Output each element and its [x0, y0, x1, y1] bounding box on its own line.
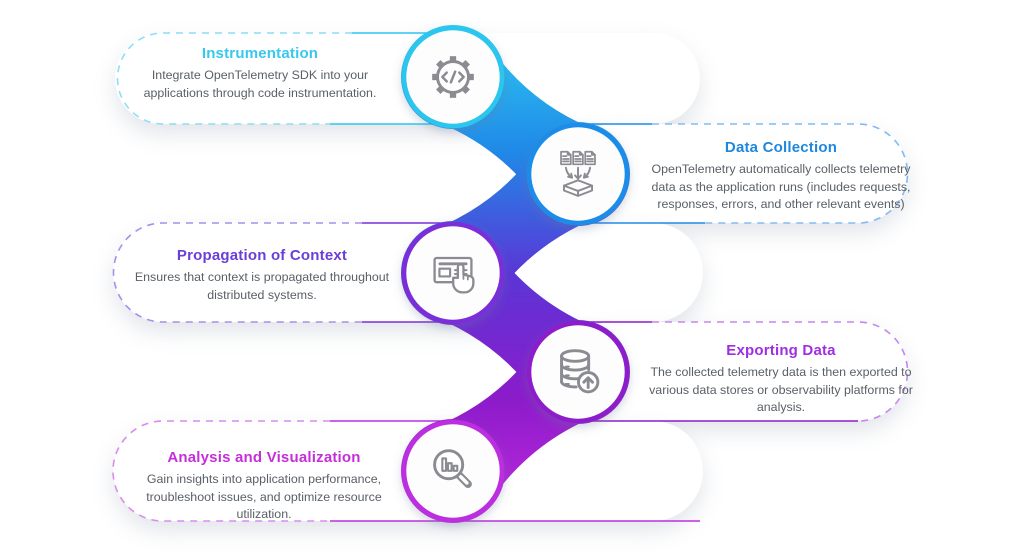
gear-code-icon — [422, 46, 484, 108]
step-title: Exporting Data — [726, 342, 836, 359]
step-analysis-and-visualization: Analysis and Visualization Gain insights… — [118, 449, 410, 524]
database-upload-icon — [547, 341, 609, 403]
step-title: Propagation of Context — [176, 247, 348, 264]
step-circle-4 — [526, 320, 630, 424]
context-card-hand-icon — [422, 242, 484, 304]
step-description: Integrate OpenTelemetry SDK into your ap… — [143, 68, 377, 100]
dashed-outline-step-5 — [112, 420, 330, 522]
step-description: The collected telemetry data is then exp… — [649, 365, 913, 415]
step-exporting-data: Exporting Data The collected telemetry d… — [645, 342, 917, 417]
step-description: Ensures that context is propagated throu… — [134, 270, 390, 302]
step-description: Gain insights into application performan… — [146, 472, 382, 522]
step-circle-3 — [401, 221, 505, 325]
search-chart-icon — [422, 440, 484, 502]
documents-collection-icon — [547, 143, 609, 205]
step-propagation-of-context: Propagation of Context Ensures that cont… — [110, 247, 414, 304]
step-data-collection: Data Collection OpenTelemetry automatica… — [645, 139, 917, 214]
dashed-outline-step-2 — [652, 123, 909, 224]
step-title: Data Collection — [724, 139, 838, 156]
step-description: OpenTelemetry automatically collects tel… — [651, 162, 911, 212]
dashed-outline-step-3 — [112, 222, 362, 323]
dashed-outline-step-1 — [116, 32, 352, 125]
dashed-outline-step-4 — [652, 321, 909, 422]
step-instrumentation: Instrumentation Integrate OpenTelemetry … — [120, 45, 400, 102]
step-title: Instrumentation — [201, 45, 319, 62]
step-title: Analysis and Visualization — [167, 449, 361, 466]
